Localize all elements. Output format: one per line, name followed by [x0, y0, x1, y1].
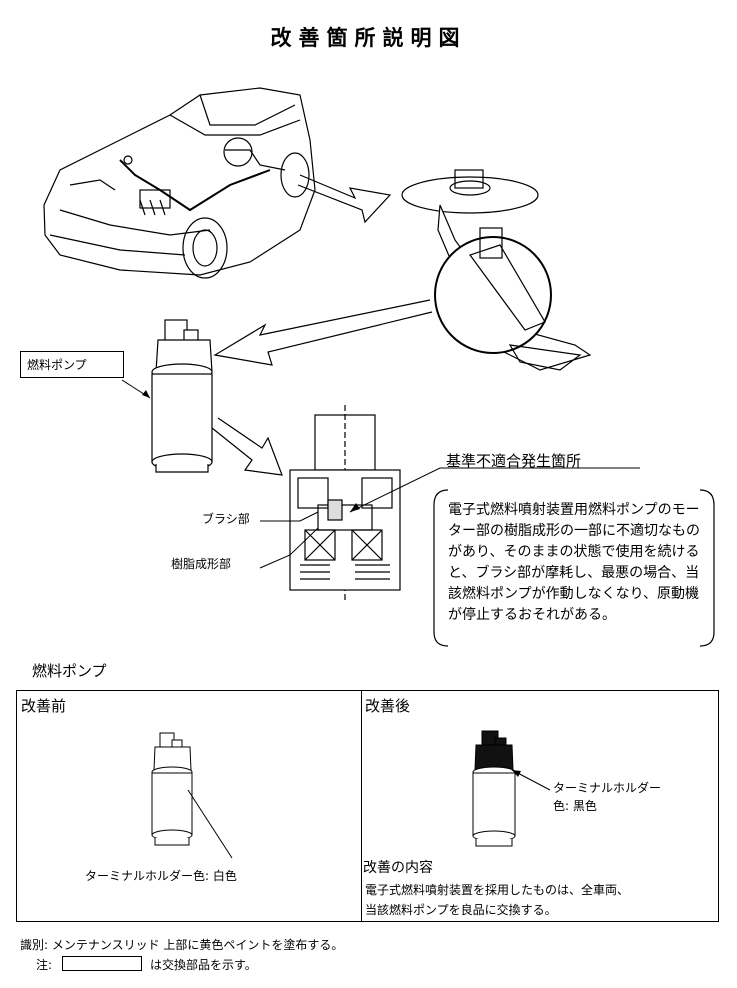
- identification-note: 識別: メンテナンスリッド 上部に黄色ペイントを塗布する。: [20, 938, 344, 952]
- defect-description: 電子式燃料噴射装置用燃料ポンプのモーター部の樹脂成形の一部に不適切なものがあり、…: [448, 502, 700, 623]
- table-divider: [361, 691, 362, 921]
- replacement-part-legend-box: [62, 956, 142, 971]
- pump-module-illustration: [401, 169, 592, 371]
- after-callout-line2: 色: 黒色: [553, 799, 597, 813]
- before-caption: ターミナルホルダー色: 白色: [85, 869, 237, 883]
- before-heading: 改善前: [21, 697, 67, 715]
- brush-label: ブラシ部: [202, 512, 250, 526]
- after-content-heading: 改善の内容: [363, 860, 433, 876]
- comparison-table: 改善前 ターミナルホルダー色: 白色 改善後 ターミナルホルダー 色: 黒色 改…: [16, 690, 719, 922]
- note-label: 注:: [36, 958, 53, 972]
- page-title: 改善箇所説明図: [270, 26, 467, 50]
- section-title: 燃料ポンプ: [32, 662, 107, 680]
- arrow-to-module: [297, 174, 392, 224]
- arrow-to-section: [211, 417, 283, 476]
- pump-cross-section: [289, 405, 401, 600]
- fuel-pump-illustration: [151, 319, 213, 473]
- fuel-pump-label: 燃料ポンプ: [20, 351, 124, 378]
- after-content-line2: 当該燃料ポンプを良品に交換する。: [365, 903, 557, 917]
- resin-label: 樹脂成形部: [171, 557, 232, 571]
- arrow-to-pump: [213, 299, 433, 366]
- after-heading: 改善後: [365, 697, 411, 715]
- car-illustration: [43, 87, 316, 279]
- defect-location-label: 基準不適合発生箇所: [446, 452, 582, 470]
- description-bracket: [433, 489, 715, 647]
- after-callout-line1: ターミナルホルダー: [553, 781, 662, 795]
- after-content-line1: 電子式燃料噴射装置を採用したものは、全車両、: [365, 883, 630, 897]
- note-text: は交換部品を示す。: [150, 958, 257, 972]
- before-pump-illustration: [151, 732, 193, 846]
